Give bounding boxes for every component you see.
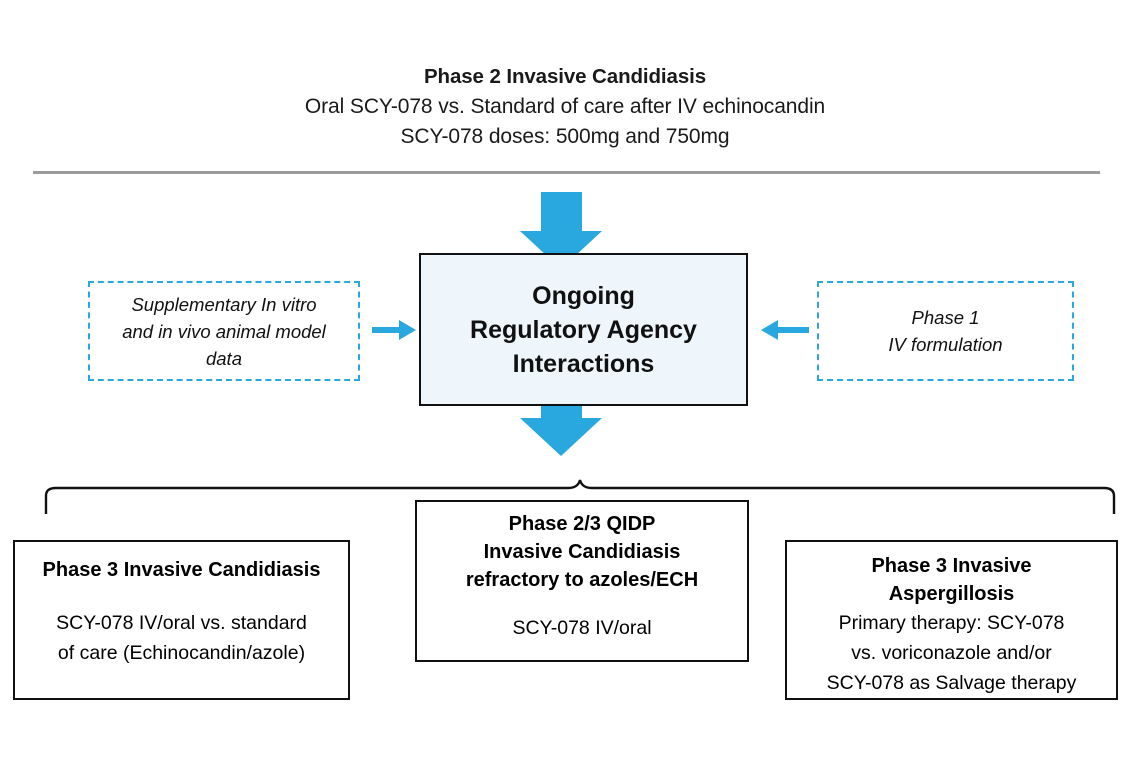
bottom-center-title-1: Phase 2/3 QIDP — [508, 513, 656, 535]
hub-line-3: Interactions — [512, 349, 655, 378]
right-arrow-shaft — [372, 327, 402, 333]
bottom-center-body-1: SCY-078 IV/oral — [512, 617, 652, 639]
header-block: Phase 2 Invasive Candidiasis Oral SCY-07… — [0, 62, 1130, 152]
left-arrow-icon — [761, 320, 809, 340]
arrow-down-top-shaft — [541, 192, 582, 234]
header-subtitle-2: SCY-078 doses: 500mg and 750mg — [400, 125, 730, 148]
bottom-right-title-1: Phase 3 Invasive — [871, 555, 1032, 577]
hub-line-2: Regulatory Agency — [470, 315, 697, 344]
brace-connector-icon — [40, 478, 1120, 514]
bottom-center-title-3: refractory to azoles/ECH — [465, 569, 699, 591]
right-input-line-1: Phase 1 — [911, 307, 980, 328]
bottom-right-body-2: vs. voriconazole and/or — [851, 642, 1052, 664]
bottom-left-title: Phase 3 Invasive Candidiasis — [42, 559, 321, 581]
phase-2-3-qidp-box[interactable]: Phase 2/3 QIDP Invasive Candidiasis refr… — [415, 500, 749, 662]
right-arrow-head — [399, 320, 416, 340]
phase-3-invasive-candidiasis-box[interactable]: Phase 3 Invasive Candidiasis SCY-078 IV/… — [13, 540, 350, 700]
hub-line-1: Ongoing — [532, 281, 635, 310]
bottom-right-title-2: Aspergillosis — [888, 583, 1015, 605]
arrow-down-bottom-head-icon — [520, 418, 602, 456]
bottom-center-title-2: Invasive Candidiasis — [483, 541, 681, 563]
header-divider — [33, 171, 1100, 174]
left-input-line-1: Supplementary In vitro — [131, 293, 317, 315]
bottom-right-body-1: Primary therapy: SCY-078 — [838, 612, 1065, 634]
bottom-left-body-2: of care (Echinocandin/azole) — [57, 642, 306, 664]
phase-1-iv-formulation-box[interactable]: Phase 1 IV formulation — [817, 281, 1074, 381]
phase-3-invasive-aspergillosis-box[interactable]: Phase 3 Invasive Aspergillosis Primary t… — [785, 540, 1118, 700]
right-arrow-icon — [372, 320, 416, 340]
left-arrow-shaft — [778, 327, 809, 333]
page-title: Phase 2 Invasive Candidiasis — [423, 65, 707, 88]
header-subtitle-1: Oral SCY-078 vs. Standard of care after … — [304, 95, 826, 118]
left-input-line-3: data — [205, 347, 242, 369]
left-input-line-2: and in vivo animal model — [122, 320, 326, 342]
bottom-left-body-1: SCY-078 IV/oral vs. standard — [56, 612, 307, 634]
left-arrow-head — [761, 320, 778, 340]
ongoing-regulatory-agency-interactions-box[interactable]: Ongoing Regulatory Agency Interactions — [419, 253, 748, 406]
right-input-line-2: IV formulation — [888, 334, 1003, 355]
supplementary-data-box[interactable]: Supplementary In vitro and in vivo anima… — [88, 281, 360, 381]
bottom-right-body-3: SCY-078 as Salvage therapy — [826, 672, 1077, 694]
